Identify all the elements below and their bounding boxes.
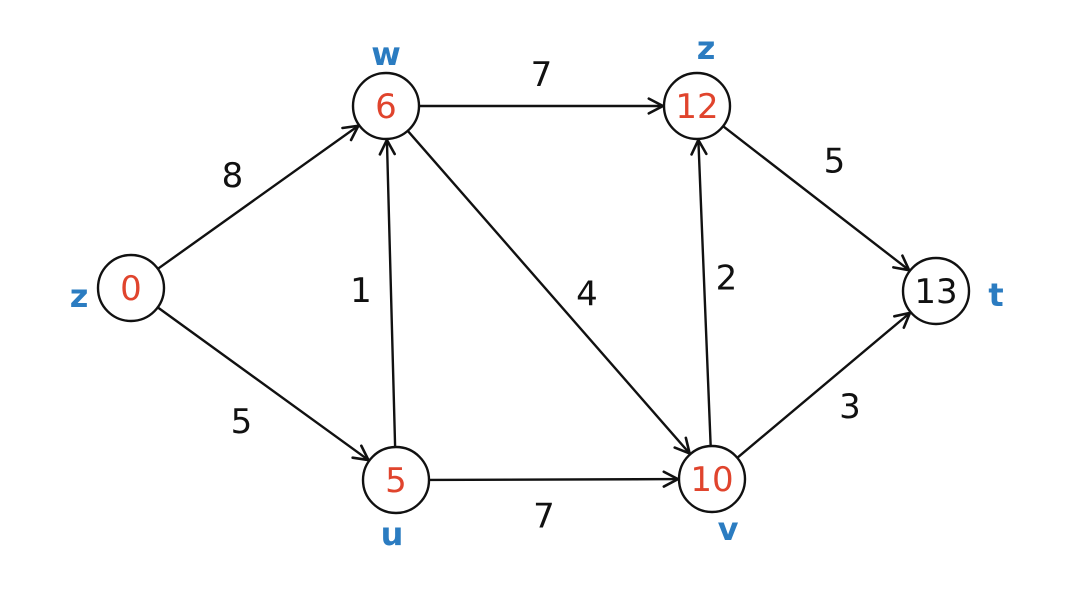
- edge-weight-v-t: 3: [839, 387, 861, 427]
- node-circle: [677, 444, 747, 514]
- edge-line: [427, 477, 680, 482]
- edge-w-v: [406, 129, 691, 455]
- node-distance: 12: [675, 87, 718, 127]
- node-distance: 13: [914, 272, 957, 312]
- edge-weights-layer: 8 5 1 7 4 7 2 5 3: [222, 55, 861, 537]
- edge-u-v: [427, 470, 680, 488]
- node-name-w: w: [371, 35, 401, 73]
- edge-weight-u-v: 7: [533, 497, 555, 537]
- node-v: 10: [677, 444, 747, 514]
- edge-weight-z-t: 5: [824, 142, 846, 182]
- edge-line: [406, 129, 691, 455]
- node-circle: [662, 71, 732, 141]
- node-name-z: z: [697, 29, 716, 67]
- node-circle: [96, 253, 166, 323]
- edge-line: [736, 311, 912, 459]
- node-circle: [901, 256, 971, 326]
- edge-v-t: [736, 311, 912, 459]
- edge-u-w: [378, 138, 397, 449]
- node-name-u: u: [381, 515, 404, 553]
- edge-z-t: [721, 124, 911, 272]
- edge-w-z: [417, 97, 665, 115]
- node-s: 0: [96, 253, 166, 323]
- node-u: 5: [361, 445, 431, 515]
- edge-weight-w-v: 4: [576, 275, 598, 315]
- edge-s-w: [156, 124, 360, 271]
- node-t: 13: [901, 256, 971, 326]
- node-name-v: v: [718, 510, 739, 548]
- edge-weight-w-z: 7: [531, 55, 553, 95]
- edge-line: [697, 138, 712, 448]
- edge-line: [156, 306, 370, 462]
- edge-weight-v-z: 2: [716, 259, 738, 299]
- edge-weight-u-w: 1: [350, 271, 372, 311]
- node-distance: 5: [385, 461, 407, 501]
- edge-line: [385, 138, 397, 449]
- edges-layer: [156, 97, 912, 488]
- node-circle: [351, 71, 421, 141]
- node-distance: 10: [690, 460, 733, 500]
- node-distance: 6: [375, 87, 397, 127]
- edge-weight-s-u: 5: [231, 402, 253, 442]
- arrow-head: [341, 124, 360, 142]
- edge-s-u: [156, 306, 370, 462]
- node-circle: [361, 445, 431, 515]
- node-names-layer: z w u z v t: [70, 29, 1004, 553]
- edge-weight-s-w: 8: [222, 156, 244, 196]
- node-distance: 0: [120, 269, 142, 309]
- edge-v-z: [690, 138, 712, 448]
- node-z: 12: [662, 71, 732, 141]
- node-name-s: z: [70, 277, 89, 315]
- node-name-t: t: [988, 276, 1003, 314]
- edge-line: [721, 124, 911, 272]
- node-w: 6: [351, 71, 421, 141]
- edge-line: [156, 124, 360, 271]
